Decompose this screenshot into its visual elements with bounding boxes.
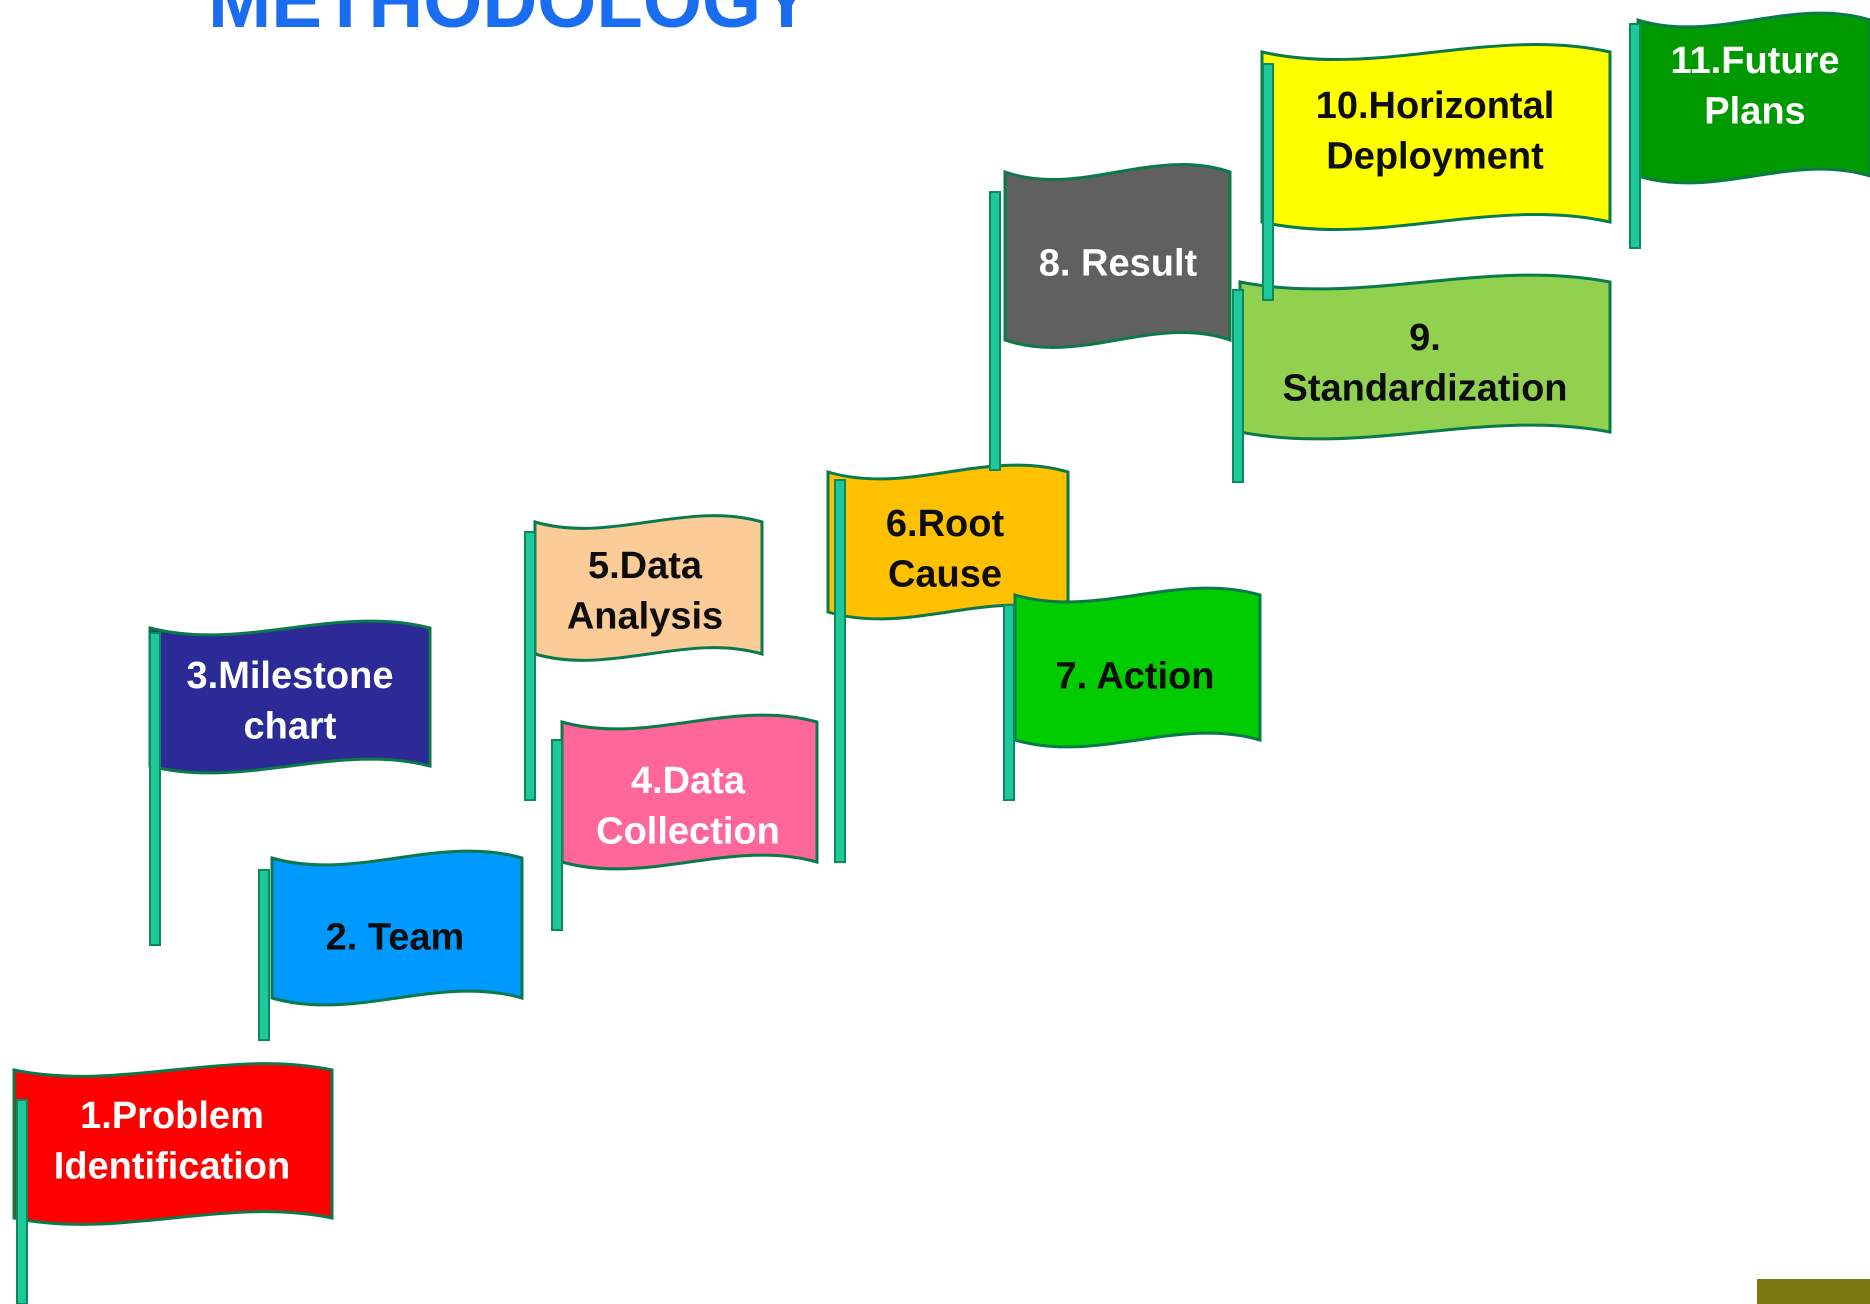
flag-banner — [1003, 163, 1232, 349]
flag-pole — [258, 869, 270, 1041]
flag-label-line: Collection — [596, 810, 780, 852]
flag-standardization: 9. Standardization — [1232, 273, 1612, 483]
flag-label-line: 2. Team — [326, 916, 465, 958]
flag-pole — [1232, 289, 1244, 483]
flag-label-line: 8. Result — [1039, 242, 1198, 284]
flag-label-line: Cause — [888, 553, 1002, 595]
flag-label-line: chart — [244, 705, 337, 747]
flag-pole — [1629, 23, 1641, 249]
flag-pole — [1262, 63, 1274, 301]
flag-label-line: 7. Action — [1055, 655, 1214, 697]
flag-pole — [524, 531, 536, 801]
flag-banner — [148, 619, 432, 775]
flag-label-line: 11.Future — [1671, 40, 1840, 82]
flag-pole — [1003, 604, 1015, 801]
diagram-title: METHODOLOGY — [208, 0, 812, 44]
flag-banner — [1260, 43, 1612, 231]
flag-label-line: 9. — [1409, 317, 1441, 359]
flag-pole — [989, 191, 1001, 471]
flag-banner — [270, 849, 524, 1007]
flag-label-line: 1.Problem — [80, 1095, 264, 1137]
flag-pole — [834, 479, 846, 863]
flag-banner — [533, 514, 764, 662]
flag-label-line: 4.Data — [631, 760, 746, 802]
flag-banner — [1636, 11, 1870, 185]
flag-pole — [16, 1099, 28, 1304]
flag-label-line: 5.Data — [588, 545, 703, 587]
flag-pole — [149, 632, 161, 946]
flag-banner — [1238, 273, 1612, 441]
flag-result: 8. Result — [989, 163, 1232, 471]
flag-label-line: Identification — [54, 1145, 290, 1187]
flag-label-line: Deployment — [1326, 135, 1544, 177]
flag-label-line: Standardization — [1282, 367, 1567, 409]
flag-action: 7. Action — [1003, 586, 1262, 801]
flag-banner — [1013, 586, 1262, 749]
flag-label-line: 6.Root — [886, 503, 1005, 545]
flag-banner — [12, 1062, 334, 1226]
flag-label-line: 10.Horizontal — [1316, 85, 1555, 127]
flag-milestone-chart: 3.Milestone chart — [148, 619, 432, 946]
flag-team: 2. Team — [258, 849, 524, 1041]
corner-decoration — [1757, 1279, 1870, 1304]
flag-label-line: 3.Milestone — [187, 655, 394, 697]
flag-pole — [551, 739, 563, 931]
flag-banner — [560, 713, 819, 871]
flag-label-line: Analysis — [567, 595, 723, 637]
flag-label-line: Plans — [1704, 90, 1805, 132]
